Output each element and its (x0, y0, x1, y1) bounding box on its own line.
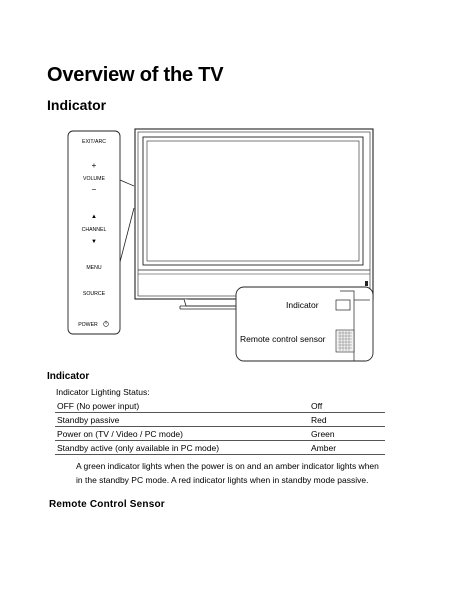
status-color: Amber (309, 440, 385, 455)
panel-label-channel: CHANNEL (82, 227, 107, 233)
status-color: Red (309, 412, 385, 427)
tv-stand (179, 298, 236, 310)
power-icon (103, 320, 109, 327)
section-title-indicator: Indicator (47, 97, 107, 113)
callout-label-sensor: Remote control sensor (240, 334, 326, 344)
table-row: Power on (TV / Video / PC mode) Green (55, 426, 385, 441)
callout-label-indicator: Indicator (286, 300, 319, 310)
callout-box (235, 286, 374, 362)
tv-body (134, 128, 374, 300)
remote-sensor-icon (335, 329, 355, 353)
page-title: Overview of the TV (47, 64, 224, 86)
panel-label-menu: MENU (86, 265, 102, 271)
indicator-status-table: OFF (No power input) Off Standby passive… (55, 399, 385, 455)
table-row: Standby active (only available in PC mod… (55, 440, 385, 455)
status-color: Green (309, 426, 385, 441)
tv-indicator-mark (365, 281, 368, 286)
panel-label-source: SOURCE (83, 291, 106, 297)
panel-label-volume-plus: + (92, 161, 97, 170)
remote-sensor-heading: Remote Control Sensor (49, 499, 165, 510)
status-state: Standby active (only available in PC mod… (55, 440, 309, 455)
panel-label-volume: VOLUME (83, 176, 105, 182)
indicator-note: A green indicator lights when the power … (76, 461, 379, 485)
panel-label-power: POWER (78, 322, 98, 328)
callout-detail (335, 290, 370, 361)
panel-connector-lines (119, 179, 135, 263)
panel-label-channel-up: ▲ (91, 214, 97, 220)
indicator-heading: Indicator (47, 371, 90, 382)
table-row: OFF (No power input) Off (55, 399, 385, 413)
control-panel (67, 130, 121, 335)
status-state: Power on (TV / Video / PC mode) (55, 426, 309, 441)
table-row: Standby passive Red (55, 412, 385, 427)
status-state: Standby passive (55, 412, 309, 427)
panel-label-channel-down: ▼ (91, 239, 97, 245)
status-caption: Indicator Lighting Status: (56, 387, 150, 397)
status-color: Off (309, 399, 385, 413)
tv-diagram: EXIT/ARC + VOLUME − ▲ CHANNEL ▼ MENU SOU… (67, 128, 374, 362)
panel-label-volume-minus: − (92, 185, 97, 194)
status-state: OFF (No power input) (55, 399, 309, 413)
panel-label-exit-arc: EXIT/ARC (82, 139, 106, 145)
